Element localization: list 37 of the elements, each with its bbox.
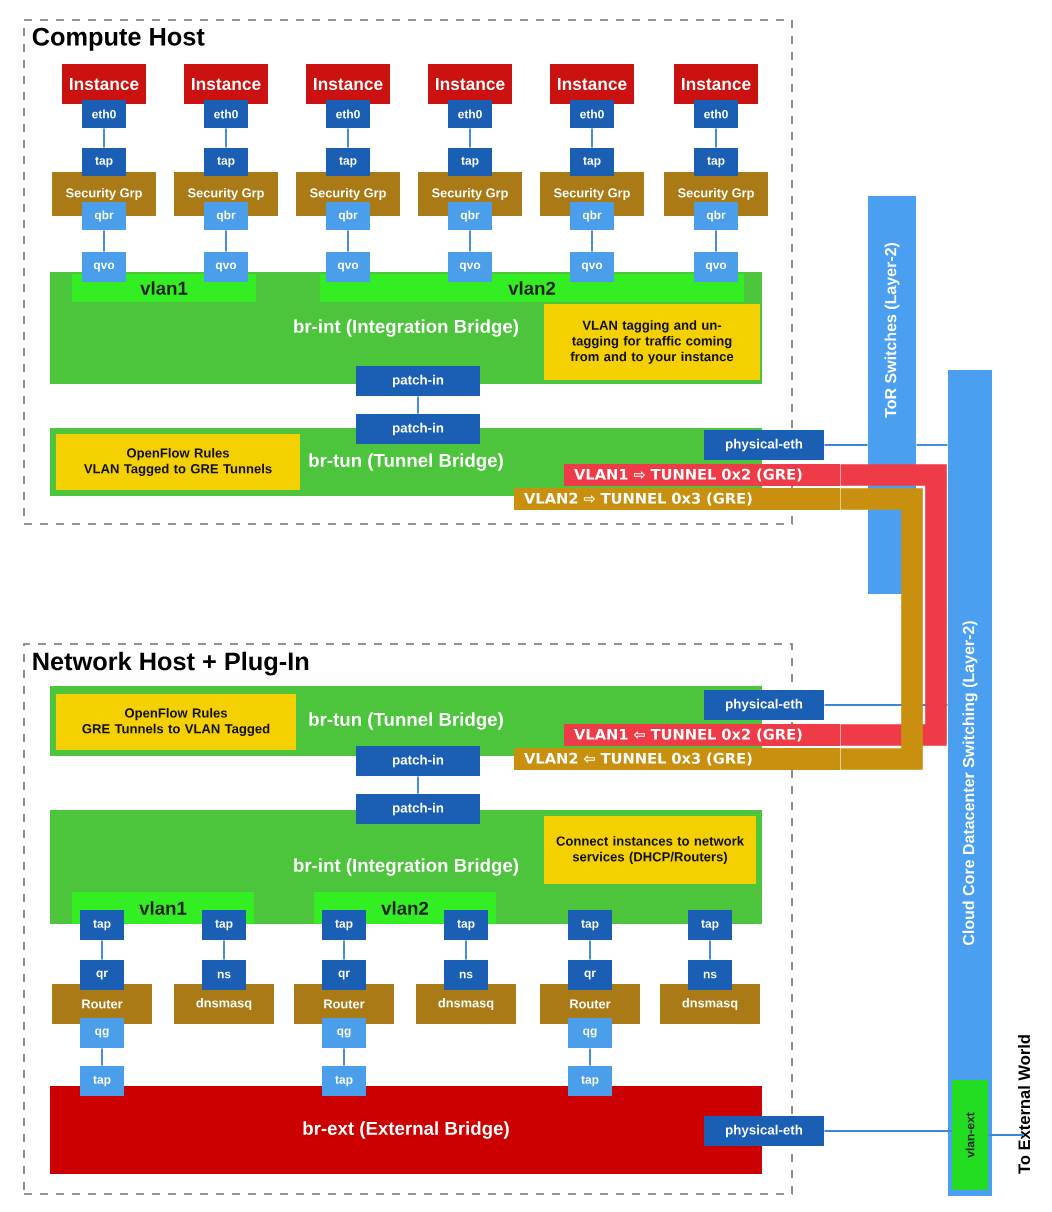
connector-line bbox=[347, 229, 349, 253]
instance-box: Instance bbox=[184, 64, 268, 104]
connector-line bbox=[343, 939, 345, 961]
connector-line bbox=[347, 127, 349, 149]
connector-line bbox=[591, 229, 593, 253]
tunnel-band bbox=[840, 488, 923, 770]
connector-line bbox=[417, 775, 419, 795]
instance-box: Instance bbox=[306, 64, 390, 104]
connector-line bbox=[103, 127, 105, 149]
switch-bar: ToR Switches (Layer-2) bbox=[868, 196, 916, 594]
connector-line bbox=[589, 1047, 591, 1067]
connector-line bbox=[343, 1047, 345, 1067]
instance-box: Instance bbox=[674, 64, 758, 104]
connector-line bbox=[101, 1047, 103, 1067]
connector-line bbox=[223, 939, 225, 961]
connector-line bbox=[715, 127, 717, 149]
instance-box: Instance bbox=[428, 64, 512, 104]
connector-line bbox=[465, 939, 467, 961]
connector-line bbox=[101, 939, 103, 961]
connector-line bbox=[103, 229, 105, 253]
connector-line bbox=[987, 1134, 1025, 1136]
connector-line bbox=[709, 939, 711, 961]
connector-line bbox=[823, 444, 869, 446]
tunnel-band bbox=[840, 464, 947, 746]
instance-box: Instance bbox=[550, 64, 634, 104]
connector-line bbox=[469, 229, 471, 253]
side-label: To External World bbox=[1017, 1035, 1031, 1174]
connector-line bbox=[591, 127, 593, 149]
connector-line bbox=[915, 444, 949, 446]
connector-line bbox=[589, 939, 591, 961]
connector-line bbox=[417, 395, 419, 415]
connector-line bbox=[715, 229, 717, 253]
connector-line bbox=[225, 229, 227, 253]
connector-line bbox=[225, 127, 227, 149]
connector-line bbox=[823, 1130, 953, 1132]
connector-line bbox=[469, 127, 471, 149]
instance-box: Instance bbox=[62, 64, 146, 104]
